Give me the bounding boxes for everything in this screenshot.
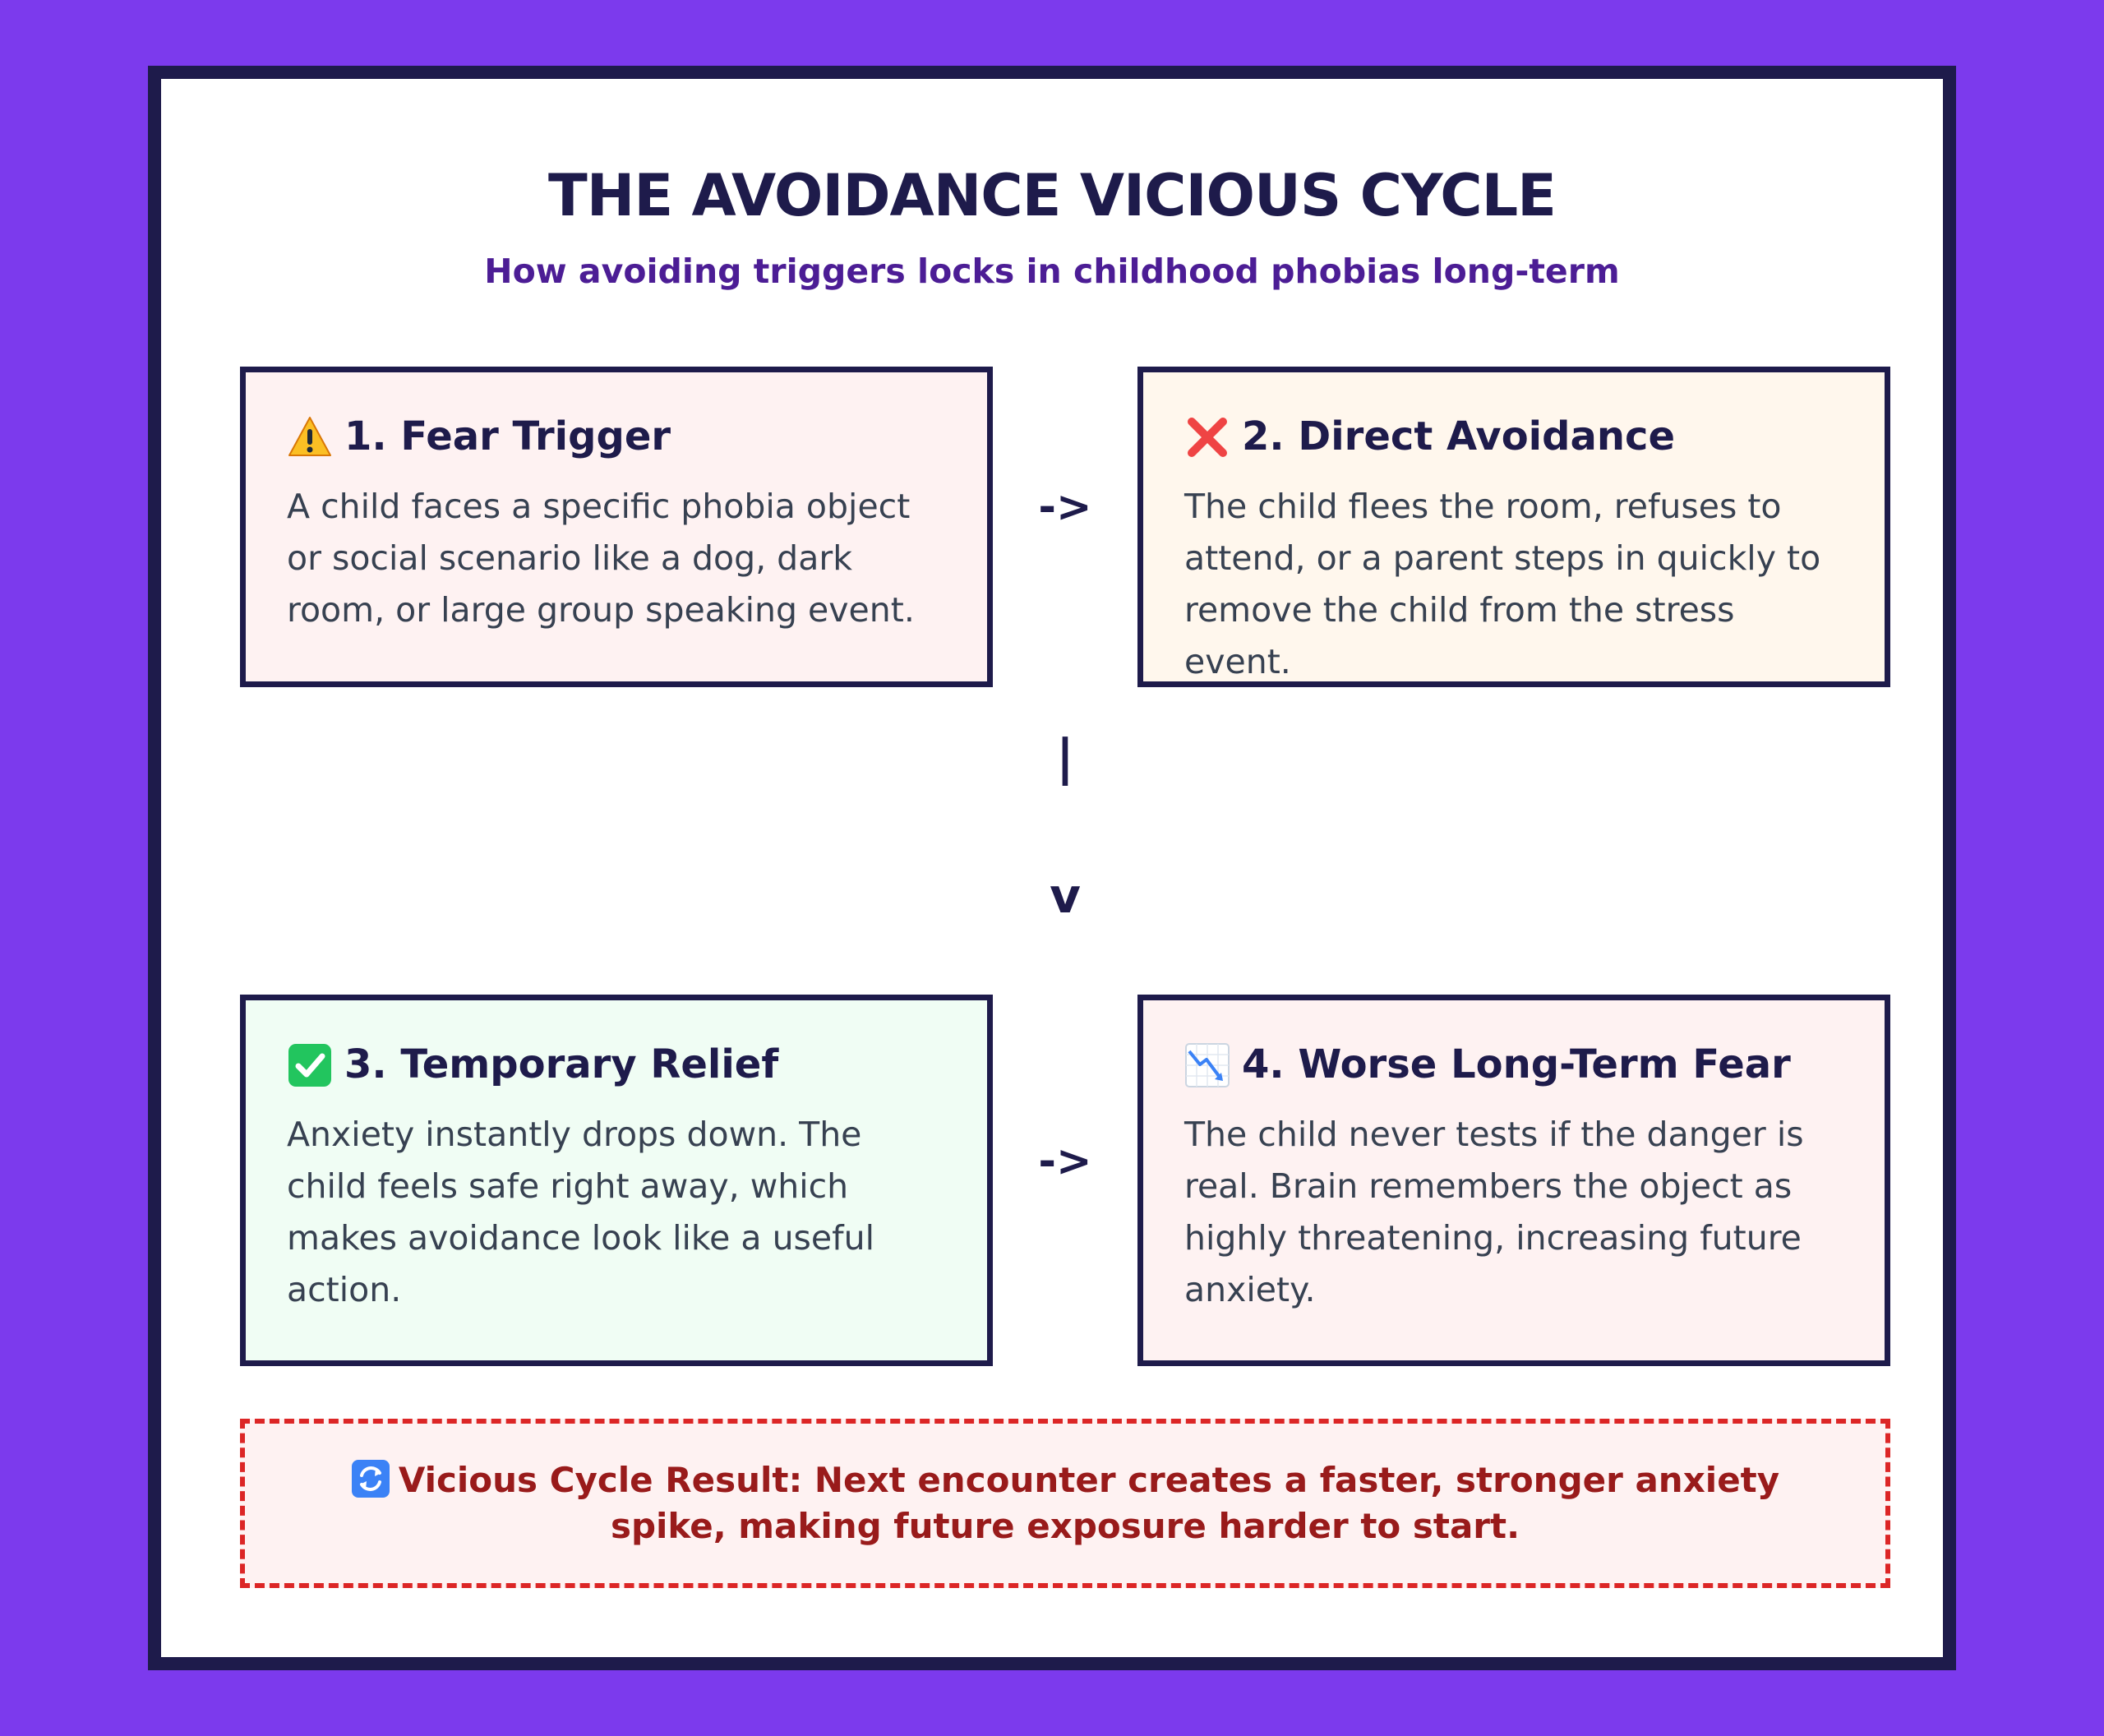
step-description: A child faces a specific phobia object o… <box>287 486 915 630</box>
step-temporary-relief: 3. Temporary Relief Anxiety instantly dr… <box>240 995 993 1366</box>
step-description: Anxiety instantly drops down. The child … <box>287 1114 874 1309</box>
step-description: The child flees the room, refuses to att… <box>1184 486 1821 681</box>
arrow-right: -> <box>1038 1137 1092 1186</box>
cycle-result-box: Vicious Cycle Result: Next encounter cre… <box>240 1419 1890 1588</box>
arrow-down-head: v <box>1050 868 1081 924</box>
step-worse-long-term-fear: 4. Worse Long-Term Fear The child never … <box>1137 995 1890 1366</box>
check-mark-icon <box>287 1042 333 1088</box>
cycle-arrows-icon <box>351 1459 390 1498</box>
diagram-title: THE AVOIDANCE VICIOUS CYCLE <box>548 162 1557 229</box>
cycle-result: Vicious Cycle Result: Next encounter cre… <box>311 1457 1820 1549</box>
step-title: 1. Fear Trigger <box>344 413 671 459</box>
chart-decreasing-icon <box>1184 1042 1230 1088</box>
step-title: 2. Direct Avoidance <box>1242 413 1676 459</box>
cross-mark-icon <box>1184 414 1230 460</box>
step-title: 4. Worse Long-Term Fear <box>1242 1041 1791 1087</box>
step-fear-trigger: 1. Fear Trigger A child faces a specific… <box>240 367 993 687</box>
step-header: 4. Worse Long-Term Fear <box>1184 1041 1843 1089</box>
step-header: 3. Temporary Relief <box>287 1041 946 1089</box>
step-header: 2. Direct Avoidance <box>1184 413 1843 461</box>
arrow-down-shaft: | <box>1056 729 1074 787</box>
cycle-result-text: Vicious Cycle Result: Next encounter cre… <box>398 1460 1780 1546</box>
step-direct-avoidance: 2. Direct Avoidance The child flees the … <box>1137 367 1890 687</box>
step-header: 1. Fear Trigger <box>287 413 946 461</box>
warning-icon <box>287 414 333 460</box>
arrow-right: -> <box>1038 482 1092 532</box>
diagram-subtitle: How avoiding triggers locks in childhood… <box>484 252 1620 291</box>
step-title: 3. Temporary Relief <box>344 1041 779 1087</box>
step-description: The child never tests if the danger is r… <box>1184 1114 1804 1309</box>
diagram-card: THE AVOIDANCE VICIOUS CYCLE How avoiding… <box>148 66 1956 1670</box>
